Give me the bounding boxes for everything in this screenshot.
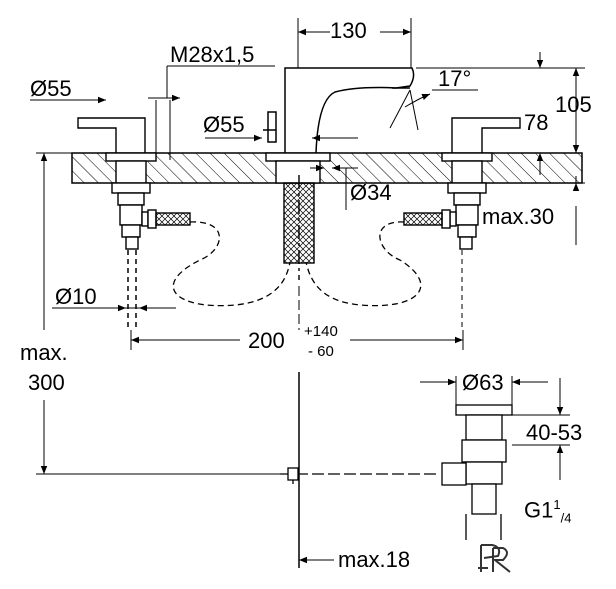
dim-max-30: max.30 [482,204,555,229]
dim-angle: 17° [438,66,472,91]
popup-rod [280,467,440,484]
dim-max-18: max.18 [338,549,411,571]
dim-waste-range: 40-53 [526,420,583,445]
dim-spacing: 200 [248,328,285,353]
dim-max-value: 300 [28,370,65,395]
dim-width-130: 130 [330,18,367,43]
dim-height-105: 105 [555,92,592,117]
logo-text: PR [480,540,481,541]
dim-max-label: max. [20,340,68,365]
right-handle-assembly [403,117,521,250]
dim-height-78: 78 [524,110,549,135]
center-body [265,152,331,280]
dim-handle-dia-center: Ø55 [203,112,245,137]
flex-hoses [172,221,422,307]
spout [263,67,415,154]
dim-spacing-minus: - 60 [308,343,334,360]
dim-handle-dia-left: Ø55 [30,76,72,101]
dim-waste-thread: G11/4 [524,498,572,525]
logo-mark [478,544,511,573]
dim-base-dia: Ø34 [350,180,392,205]
left-handle-assembly [77,117,191,250]
dim-thread: M28x1,5 [170,42,255,67]
dim-hose-dia: Ø10 [55,284,97,309]
dimension-lines [30,18,585,564]
dim-waste-dia: Ø63 [462,370,504,395]
dim-spacing-plus: +140 [304,323,338,340]
waste-valve [441,404,513,540]
